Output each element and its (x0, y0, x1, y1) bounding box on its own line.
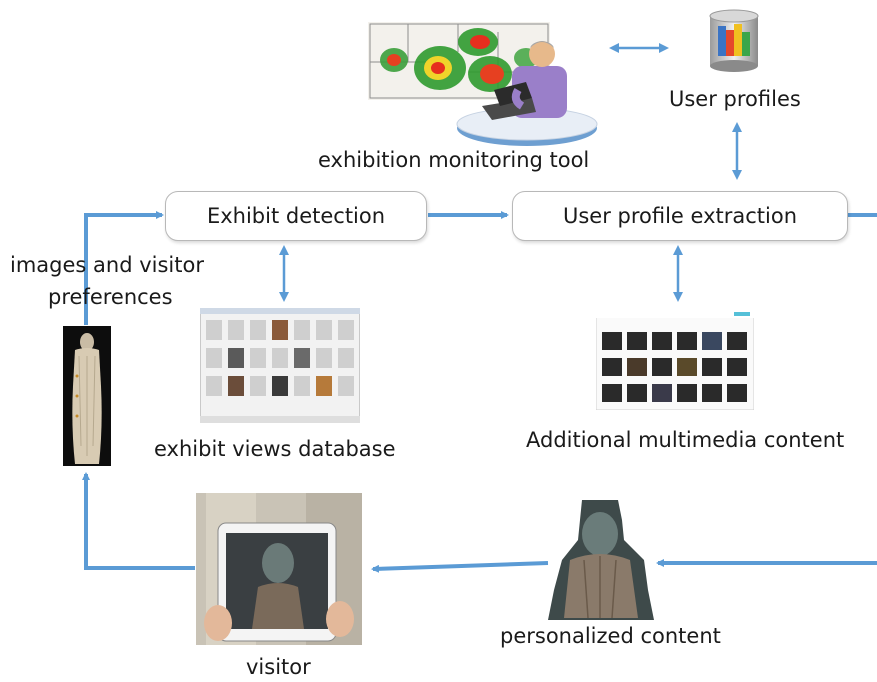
images-prefs-label-line1: images and visitor (10, 253, 204, 277)
arrow-visitor-to-statue (82, 472, 195, 570)
user-profiles-label: User profiles (669, 87, 801, 111)
arrow-personalized-to-visitor (371, 561, 549, 573)
images-prefs-label-line2: preferences (48, 285, 173, 309)
additional-multimedia-label: Additional multimedia content (526, 428, 845, 452)
exhibit-detection-box: Exhibit detection (165, 191, 427, 241)
user-profile-extraction-label: User profile extraction (562, 204, 798, 228)
tablet-visitor-photo (196, 493, 362, 645)
monitoring-tool-label: exhibition monitoring tool (318, 148, 590, 172)
database-icon (709, 9, 759, 72)
kore-statue-photo (63, 326, 111, 466)
visitor-label: visitor (246, 655, 311, 679)
user-profile-extraction-box: User profile extraction (512, 191, 848, 241)
personalized-kore-photo (548, 500, 654, 620)
arrow-statue-to-detection (84, 211, 164, 325)
personalized-content-label: personalized content (500, 624, 721, 648)
person-at-laptop-icon (456, 41, 598, 146)
exhibit-views-screenshot (200, 308, 360, 423)
multimedia-grid-screenshot (596, 310, 754, 410)
exhibit-detection-label: Exhibit detection (206, 204, 386, 228)
exhibit-views-db-label: exhibit views database (154, 437, 396, 461)
